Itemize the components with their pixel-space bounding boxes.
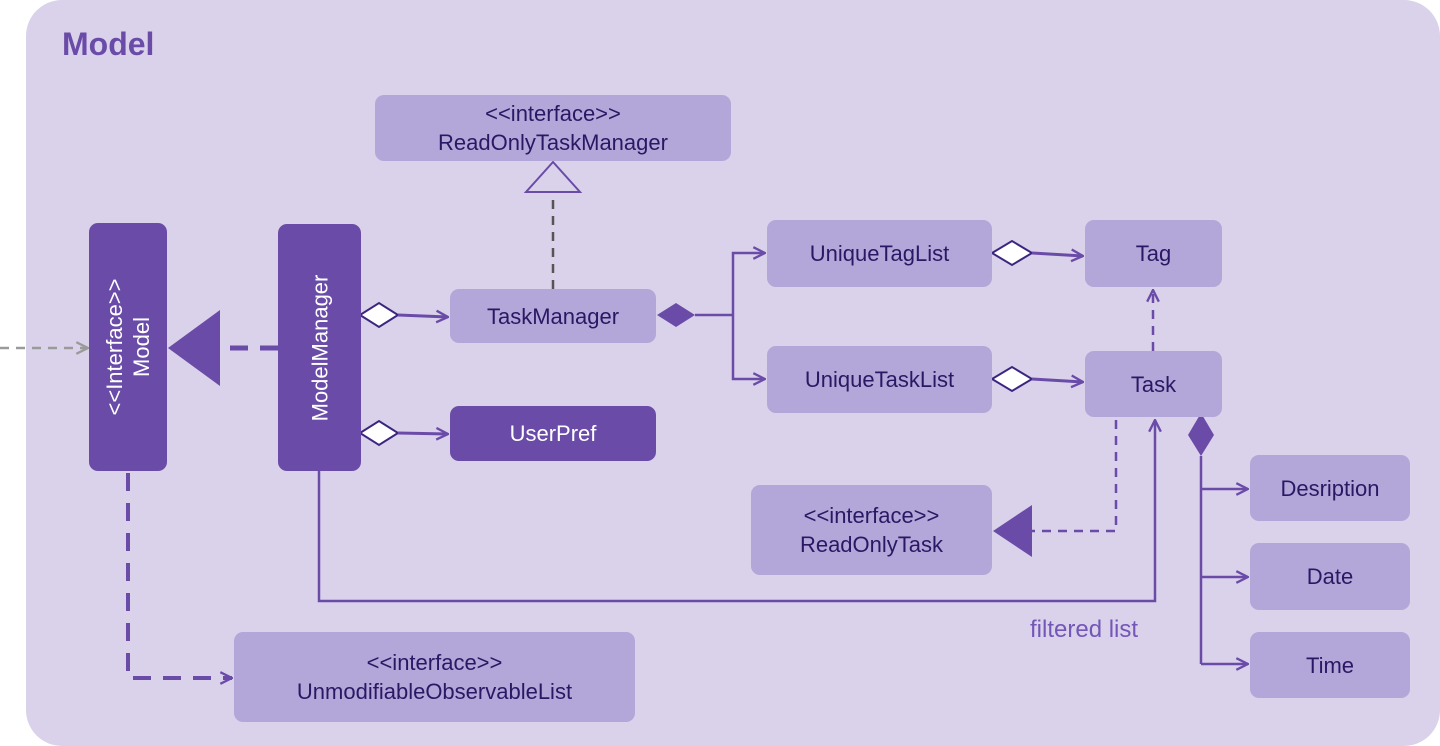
- readonlytask-stereotype: <<interface>>: [803, 503, 940, 528]
- dependency-model-unmodifiable-list: [126, 473, 232, 678]
- uniquetasklist-name: UniqueTaskList: [804, 367, 955, 392]
- package-title: Model: [62, 26, 155, 62]
- aggregation-line-userpref: [397, 433, 448, 434]
- userpref-node[interactable]: UserPref: [450, 406, 656, 461]
- aggregation-line-taskmanager: [397, 315, 448, 317]
- composition-diamond-taskmanager: [657, 303, 695, 327]
- model-name: Model: [129, 317, 154, 377]
- userpref-name: UserPref: [509, 421, 597, 446]
- task-name: Task: [1130, 371, 1177, 397]
- modelmanager-name: ModelManager: [307, 274, 332, 421]
- realization-triangle-readonlytask: [993, 505, 1032, 557]
- tag-name: Tag: [1135, 241, 1172, 266]
- association-filtered-list: [317, 420, 1155, 603]
- uniquetasklist-node[interactable]: UniqueTaskList: [767, 346, 992, 413]
- aggregation-diamond-taskmanager: [358, 301, 400, 329]
- date-name: Date: [1306, 564, 1354, 589]
- aggregation-diamond-userpref: [358, 419, 400, 447]
- time-name: Time: [1305, 652, 1355, 678]
- time-node[interactable]: Time: [1250, 632, 1410, 698]
- uniquetaglist-node[interactable]: UniqueTagList: [767, 220, 992, 287]
- aggregation-diamond-tag: [990, 239, 1034, 267]
- taskmanager-name: TaskManager: [486, 303, 620, 329]
- readonlytask-node[interactable]: <<interface>> ReadOnlyTask: [751, 485, 992, 575]
- model-interface-node[interactable]: <<Interface>> Model: [89, 223, 167, 471]
- uniquetaglist-name: UniqueTagList: [809, 241, 950, 266]
- readonlytaskmanager-name: ReadOnlyTaskManager: [438, 130, 668, 155]
- date-node[interactable]: Date: [1250, 543, 1410, 610]
- readonlytask-name: ReadOnlyTask: [799, 532, 944, 557]
- description-node[interactable]: Desription: [1250, 455, 1410, 521]
- aggregation-line-tag: [1031, 253, 1083, 256]
- composition-line-uniquetaglist: [731, 253, 765, 315]
- composition-diamond-task: [1188, 413, 1214, 456]
- description-name: Desription: [1280, 475, 1380, 501]
- readonlytaskmanager-stereotype: <<interface>>: [485, 101, 621, 126]
- task-node[interactable]: Task: [1085, 351, 1222, 417]
- unmodifiablelist-stereotype: <<interface>>: [366, 650, 503, 675]
- composition-line-uniquetasklist: [731, 315, 765, 379]
- taskmanager-node[interactable]: TaskManager: [450, 289, 656, 343]
- aggregation-diamond-task: [990, 365, 1034, 393]
- realization-line-task-readonlytask: [1032, 420, 1118, 533]
- tag-node[interactable]: Tag: [1085, 220, 1222, 287]
- realization-triangle-readonlytaskmanager: [523, 160, 583, 193]
- aggregation-line-task: [1031, 379, 1083, 382]
- model-stereotype: <<Interface>>: [102, 278, 127, 416]
- unmodifiablelist-name: UnmodifiableObservableList: [296, 679, 573, 704]
- modelmanager-node[interactable]: ModelManager: [278, 224, 361, 471]
- unmodifiablelist-node[interactable]: <<interface>> UnmodifiableObservableList: [234, 632, 635, 722]
- realization-triangle-model: [168, 310, 220, 386]
- filtered-list-label: filtered list: [1030, 616, 1139, 643]
- readonlytaskmanager-node[interactable]: <<interface>> ReadOnlyTaskManager: [375, 95, 731, 161]
